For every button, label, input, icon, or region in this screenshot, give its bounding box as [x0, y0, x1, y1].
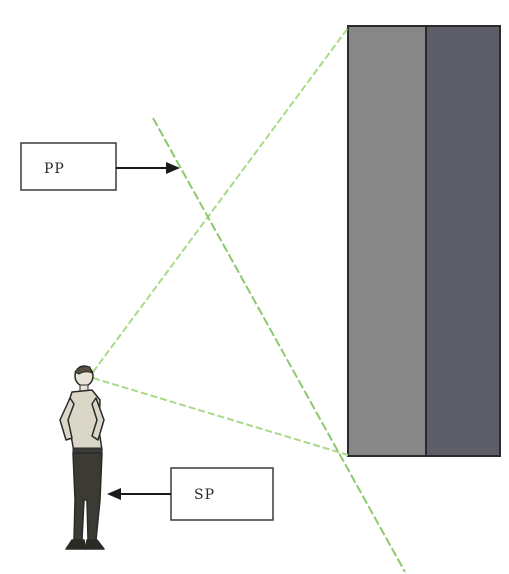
sight-line-to-top [92, 27, 349, 373]
sight-line-to-base [92, 377, 349, 456]
sp-label-box [170, 467, 274, 521]
sp-arrow-head-icon [107, 488, 121, 500]
building-right-face [425, 25, 501, 457]
building [347, 25, 501, 457]
person-left-shoe [65, 539, 87, 550]
pp-arrow-head-icon [166, 162, 180, 174]
person-hair [74, 365, 93, 375]
person-right-arm [91, 397, 105, 441]
person-trousers [72, 452, 103, 541]
building-left-face [347, 25, 427, 457]
sight-lines [92, 27, 349, 456]
observer-person-icon [59, 365, 105, 550]
person-right-shoe [85, 539, 105, 550]
sp-label: SP [194, 487, 215, 503]
pp-label-group: PP [20, 142, 180, 191]
pp-label-box [20, 142, 117, 191]
pp-label: PP [44, 161, 65, 177]
person-left-arm [59, 397, 75, 441]
sp-label-group: SP [107, 467, 274, 521]
picture-plane-line [152, 117, 406, 573]
